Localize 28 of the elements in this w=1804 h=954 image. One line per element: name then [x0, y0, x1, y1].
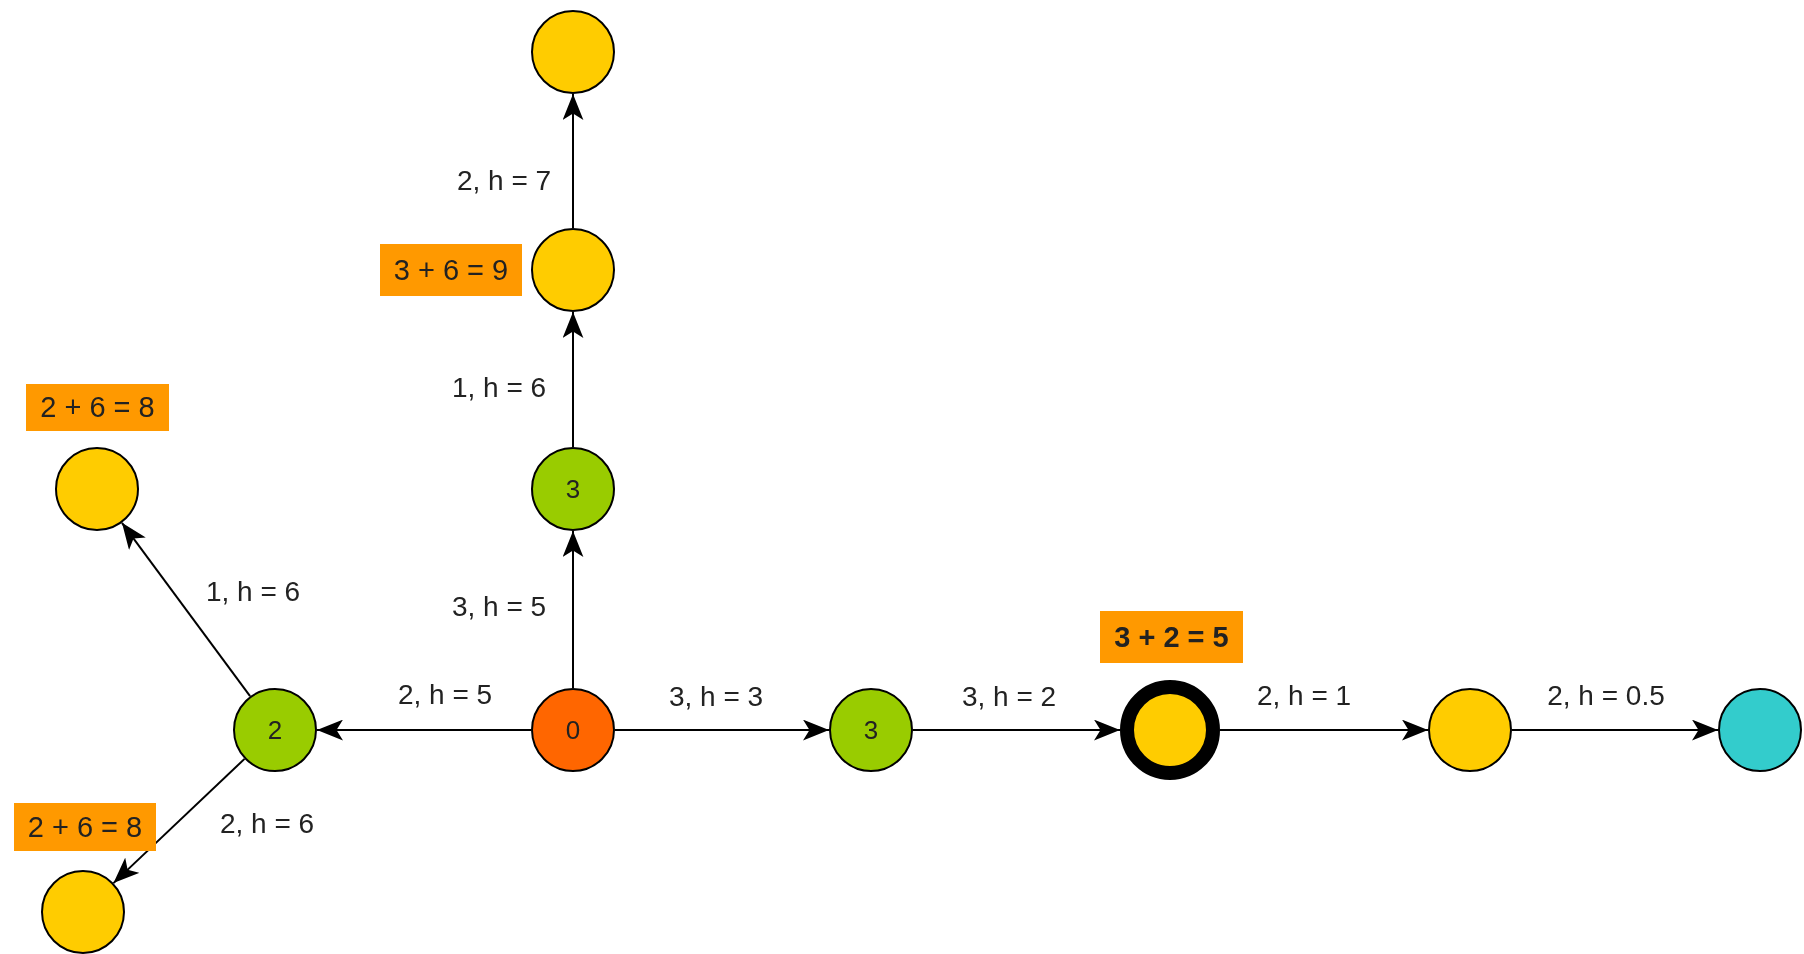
arrow [120, 521, 252, 698]
edge-label: 3, h = 2 [961, 681, 1057, 713]
sum-label: 3 + 2 = 5 [1100, 611, 1243, 663]
arrow [562, 93, 584, 229]
edge-label: 2, h = 6 [219, 808, 315, 840]
arrow [1219, 719, 1429, 741]
arrow [562, 530, 584, 689]
node-label: 0 [565, 714, 581, 746]
edge-label: 1, h = 6 [205, 576, 301, 608]
edge-label: 3, h = 3 [668, 681, 764, 713]
sum-label: 3 + 6 = 9 [380, 244, 522, 296]
sum-label: 2 + 6 = 8 [14, 803, 156, 851]
edge-label: 3, h = 5 [451, 591, 547, 623]
edge-label: 1, h = 6 [451, 372, 547, 404]
edge-label: 2, h = 5 [397, 679, 493, 711]
node-label: 3 [565, 473, 581, 505]
arrow [614, 719, 830, 741]
arrow [112, 757, 246, 885]
edge-label: 2, h = 0.5 [1547, 680, 1665, 712]
sum-label: 2 + 6 = 8 [26, 384, 169, 431]
arrow [912, 719, 1121, 741]
arrow [316, 719, 532, 741]
arrow [562, 311, 584, 448]
edge-label: 2, h = 7 [456, 165, 552, 197]
node-label: 3 [863, 714, 879, 746]
arrow [1511, 719, 1719, 741]
edge-label: 2, h = 1 [1256, 680, 1352, 712]
node-label: 2 [267, 714, 283, 746]
